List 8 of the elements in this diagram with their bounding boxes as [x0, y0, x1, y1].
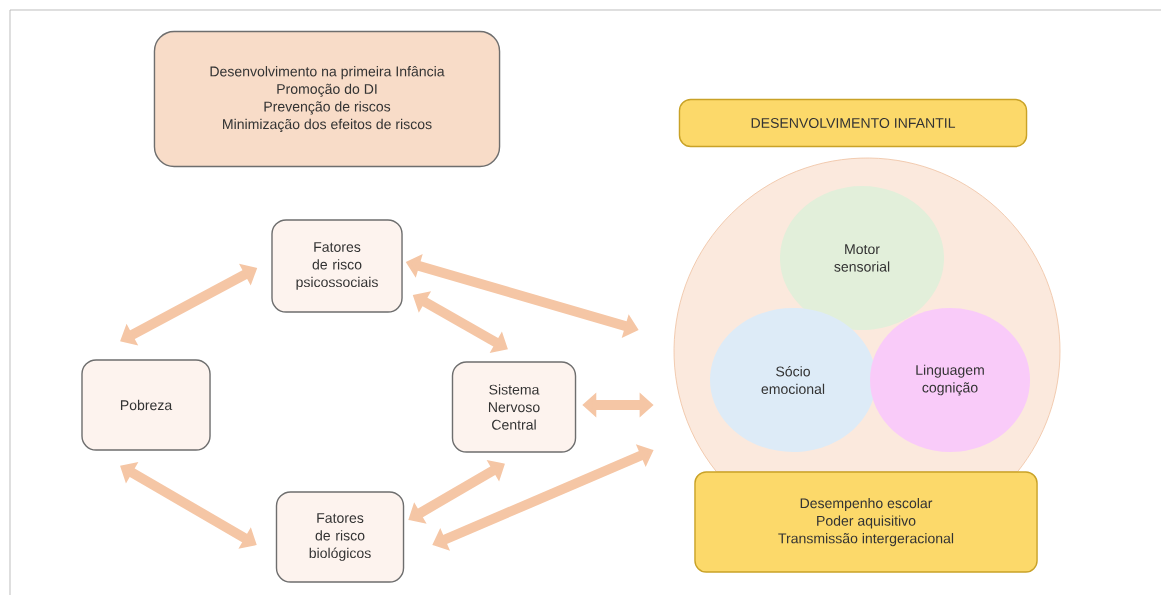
info-box: Desenvolvimento na primeira Infância Promoção do DI Prevenção de riscos Minimização dos efeitos de riscos [153, 30, 501, 168]
outcome-box: Desempenho escolar Poder aquisitivo Transmissão intergeracional [694, 471, 1038, 573]
factor-box: Fatores de risco biológicos [275, 491, 405, 583]
factor-box: Pobreza [81, 359, 211, 451]
double-arrow [408, 460, 505, 524]
title-box: DESENVOLVIMENTO INFANTIL [678, 98, 1028, 148]
factor-box: Sistema Nervoso Central [451, 361, 577, 453]
factor-box: Fatores de risco psicossociais [271, 219, 403, 313]
